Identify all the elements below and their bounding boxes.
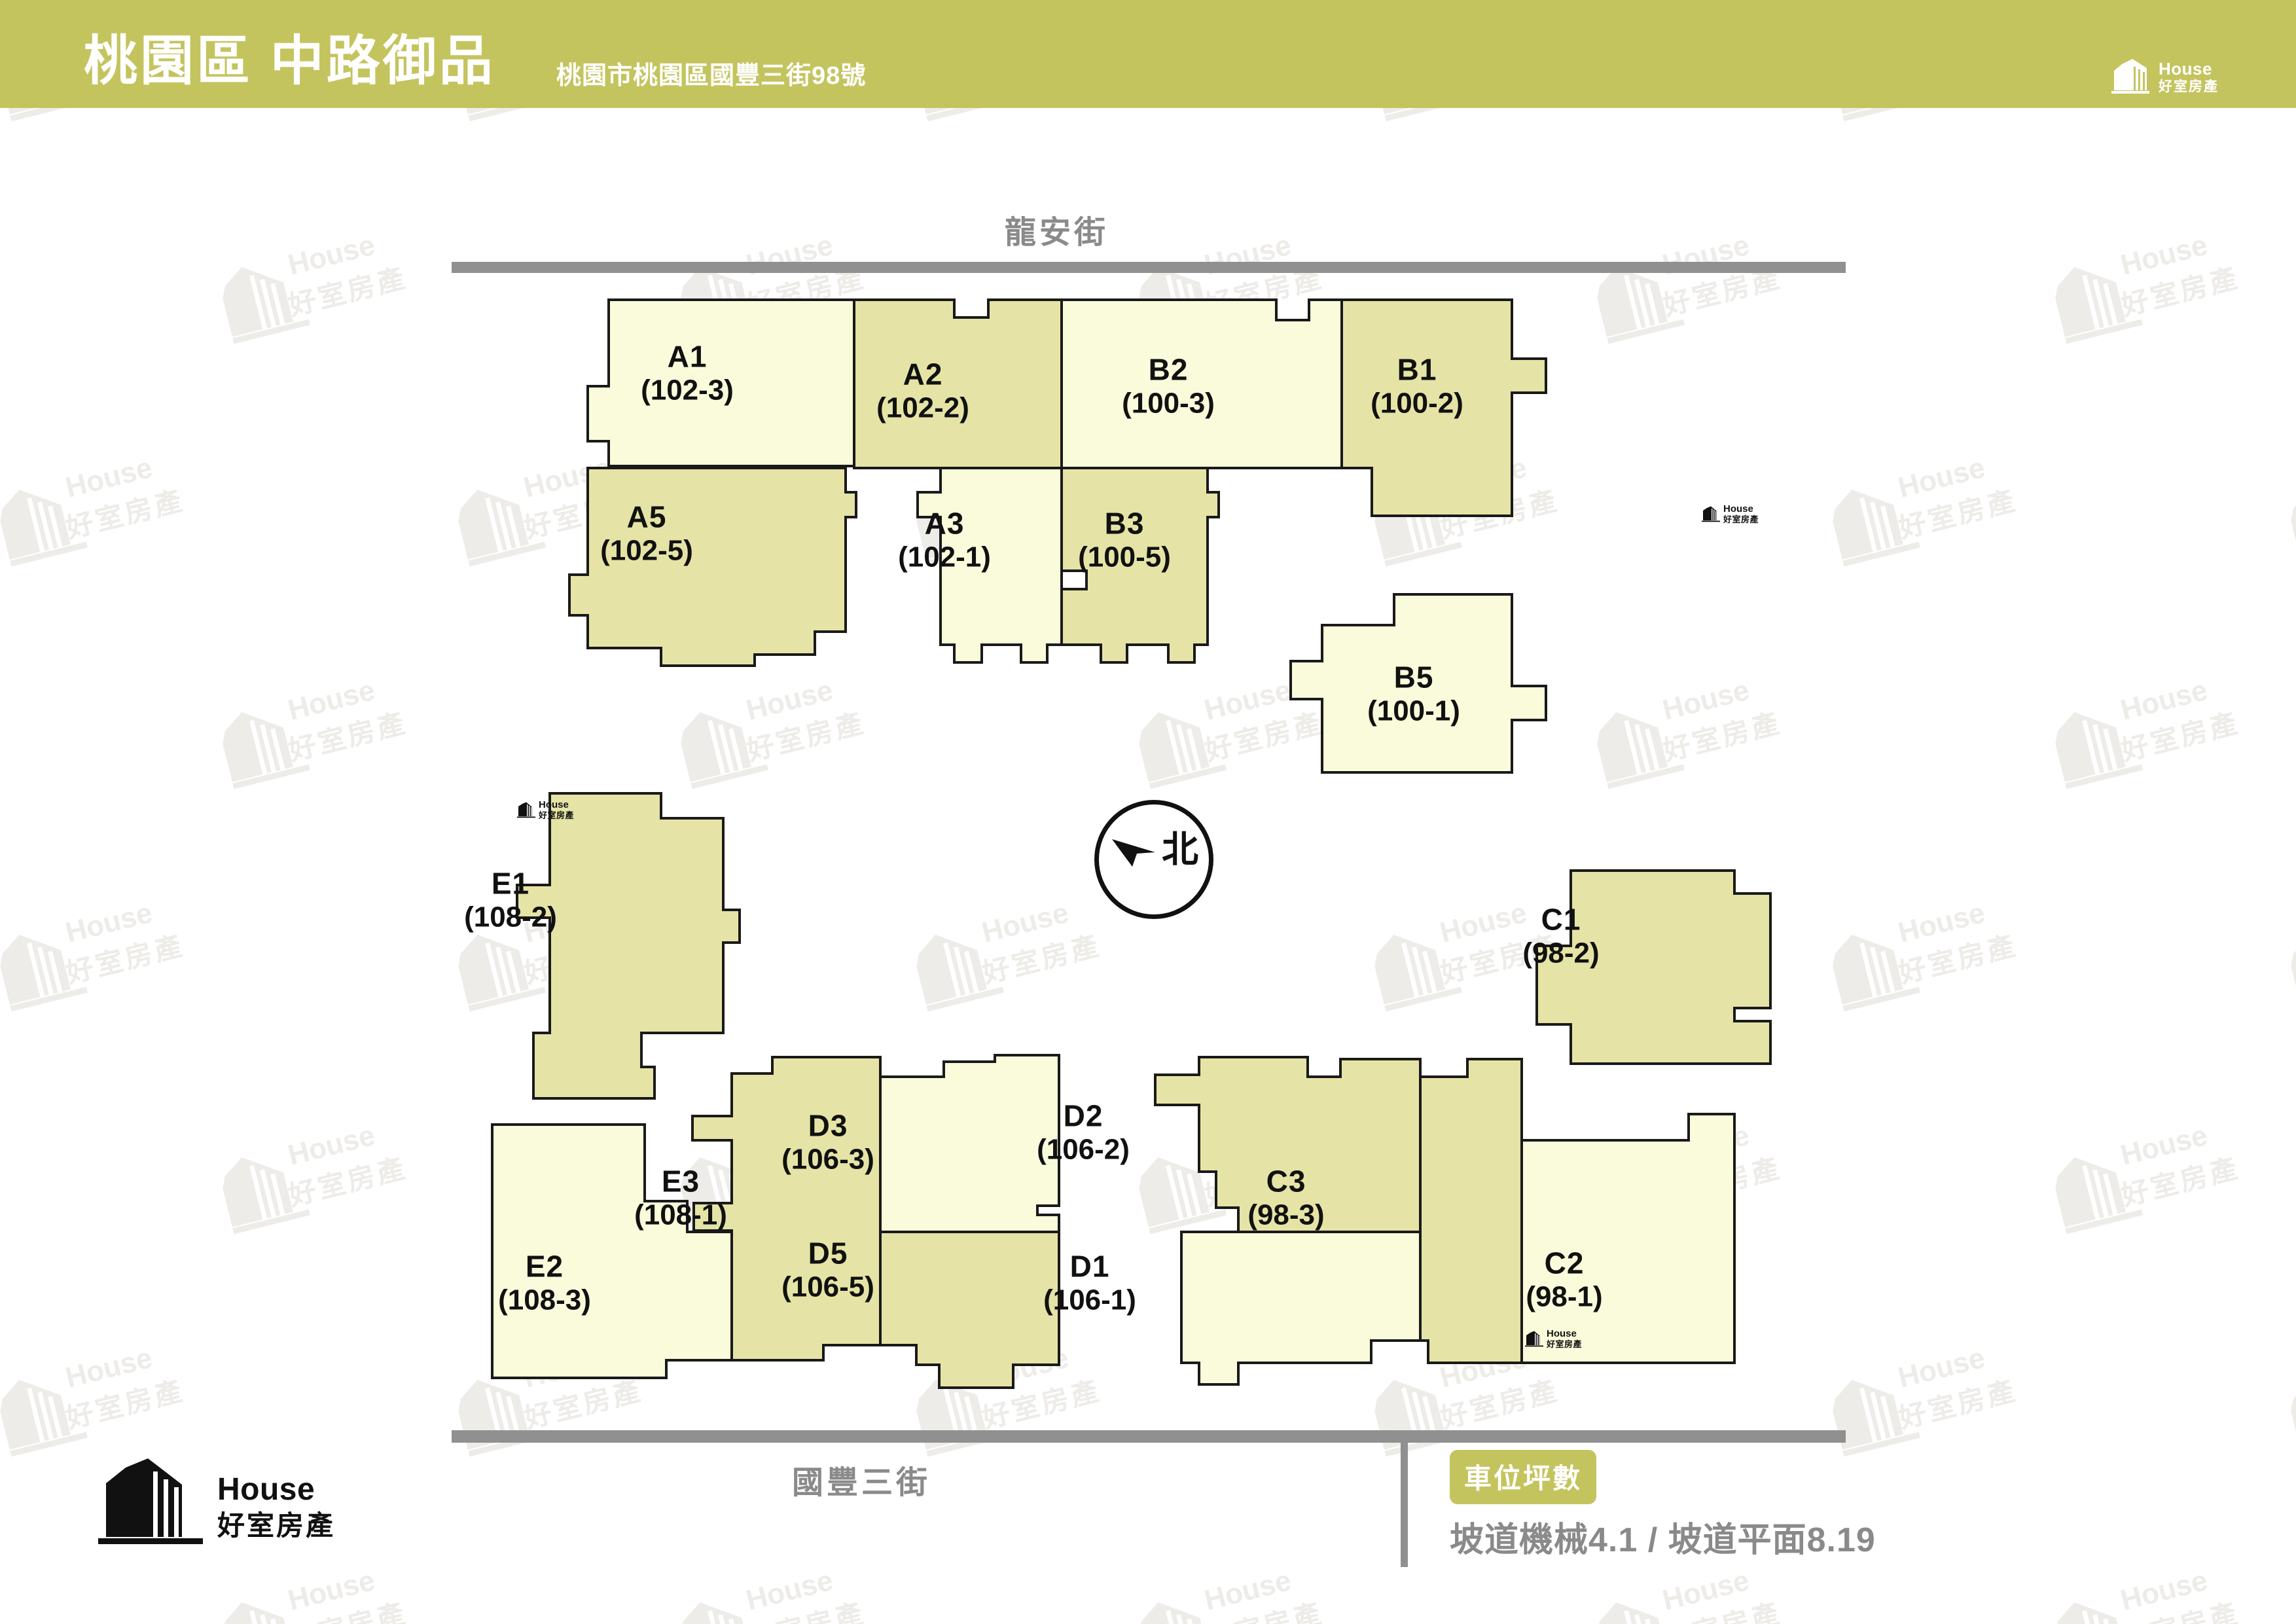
unit-shape-a1-body[interactable] (586, 298, 855, 467)
parking-info-block: 車位坪數 坡道機械4.1 / 坡道平面8.19 (1450, 1450, 1876, 1561)
unit-shape-d2[interactable] (1154, 1056, 1422, 1233)
header-logo-cn: 好室房產 (2159, 79, 2219, 94)
unit-shape-d3[interactable] (879, 1054, 1060, 1233)
parking-value: 坡道機械4.1 / 坡道平面8.19 (1450, 1521, 1876, 1559)
building-logo-icon (2110, 58, 2151, 96)
header-logo-en: House (2159, 58, 2212, 79)
footer-brand-logo: House 好室房產 (98, 1453, 335, 1551)
north-arrow-icon (1111, 838, 1159, 868)
unit-shape-a2[interactable] (853, 298, 1063, 469)
unit-shape-d1[interactable] (1180, 1231, 1422, 1386)
unit-shape-c2[interactable] (1520, 1113, 1736, 1364)
street-label-top: 龍安街 (1005, 215, 1109, 250)
unit-shape-b5[interactable] (1289, 593, 1547, 774)
street-divider-vertical (1401, 1443, 1408, 1567)
street-bar-bottom (452, 1430, 1846, 1443)
unit-shape-b3[interactable] (1060, 467, 1220, 664)
unit-shape-e1[interactable] (516, 792, 741, 1100)
building-logo-icon (517, 801, 537, 819)
compass-ring (1094, 800, 1213, 919)
unit-shape-c1[interactable] (1535, 869, 1772, 1065)
parking-badge: 車位坪數 (1450, 1450, 1597, 1504)
stamp-logo-cn: 好室房產 (1723, 514, 1759, 524)
stamp-logo-en: House (1723, 503, 1753, 514)
unit-shape-a5[interactable] (568, 467, 857, 667)
header-brand-logo: House 好室房產 (2110, 58, 2219, 96)
page-subtitle-address: 桃園市桃園區國豐三街98號 (556, 62, 867, 90)
compass-north-label: 北 (1162, 829, 1198, 870)
street-bar-top (452, 262, 1846, 273)
building-logo-icon (1702, 505, 1721, 523)
street-label-bottom: 國豐三街 (792, 1466, 931, 1500)
building-logo-icon (1525, 1330, 1545, 1348)
unit-shape-b1[interactable] (1340, 298, 1547, 517)
building-logo-icon (98, 1453, 211, 1551)
header-band: 桃園區 中路御品 桃園市桃園區國豐三街98號 House 好室房產 (0, 0, 2296, 108)
unit-shape-e2[interactable] (491, 1123, 733, 1379)
page-title: 桃園區 中路御品 (84, 31, 495, 91)
stamp-logo-en: House (539, 799, 569, 810)
stamp-logo-cn: 好室房產 (539, 810, 575, 820)
unit-shape-d5[interactable] (879, 1231, 1060, 1389)
unit-shape-b2[interactable] (1060, 298, 1343, 469)
stamp-logo-en: House (1547, 1328, 1577, 1339)
footer-logo-en: House (217, 1472, 315, 1507)
footer-logo-cn: 好室房產 (217, 1510, 336, 1541)
compass-rose: 北 (1094, 800, 1213, 919)
stamp-logo-cn: 好室房產 (1547, 1339, 1583, 1349)
unit-shape-a3[interactable] (916, 467, 1063, 664)
